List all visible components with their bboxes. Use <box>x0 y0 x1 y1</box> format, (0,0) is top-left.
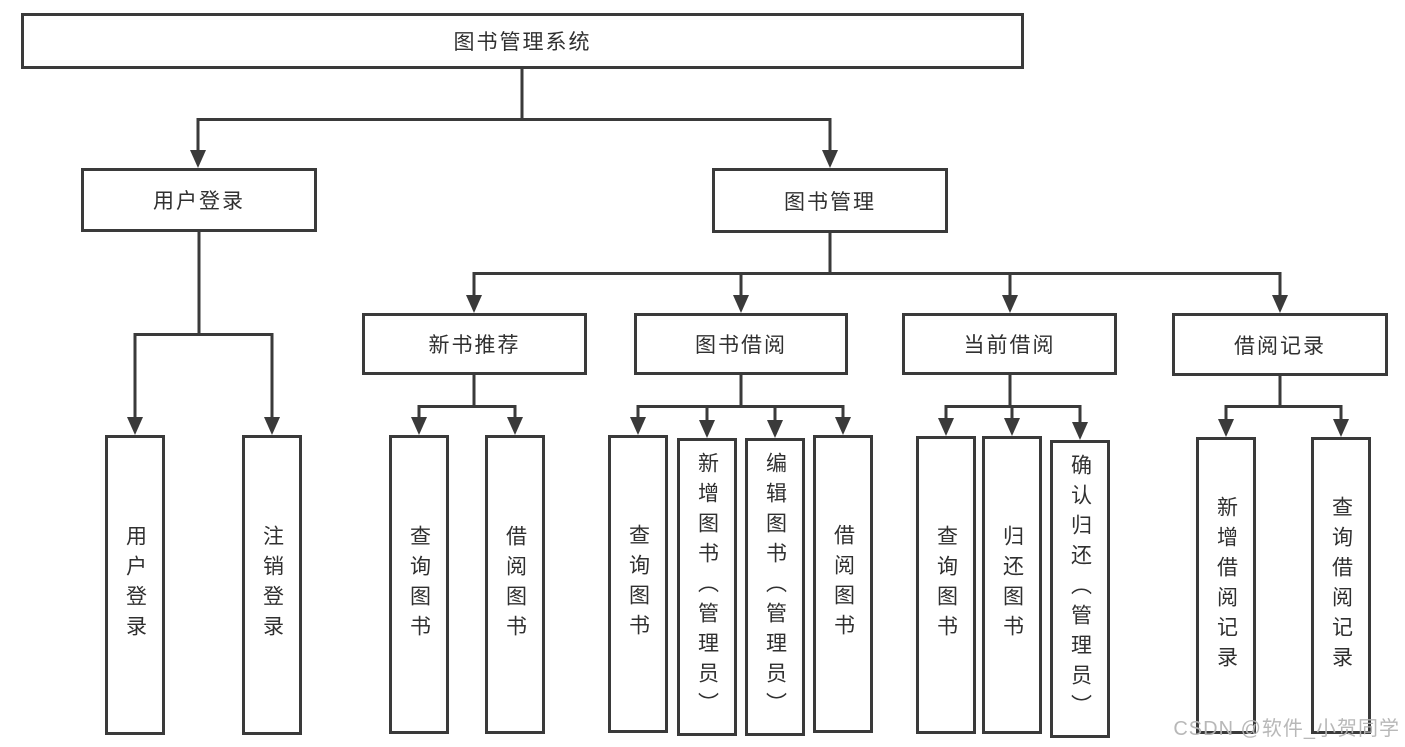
node-section-new-book-recommend: 新书推荐 <box>362 313 587 375</box>
node-label: 当前借阅 <box>963 334 1056 357</box>
node-label: 借阅图书 <box>503 524 527 645</box>
connector-root-to-branches <box>196 69 832 152</box>
node-label: 确认归还（管理员） <box>1068 454 1092 724</box>
node-branch-book-management: 图书管理 <box>712 168 948 233</box>
node-section-book-borrow: 图书借阅 <box>634 313 848 375</box>
connector-sec4-to-leaves <box>1224 376 1343 421</box>
node-label: 图书管理系统 <box>453 31 592 54</box>
arrow-down-icon <box>127 417 143 435</box>
node-branch-user-login: 用户登录 <box>81 168 317 232</box>
node-label: 归还图书 <box>1000 525 1024 645</box>
node-leaf-query-books-current: 查询图书 <box>916 436 976 734</box>
node-leaf-query-books-borrow: 查询图书 <box>608 435 668 733</box>
arrow-down-icon <box>1333 419 1349 437</box>
arrow-down-icon <box>190 150 206 168</box>
node-label: 借阅记录 <box>1234 334 1326 358</box>
arrow-down-icon <box>733 295 749 313</box>
node-label: 查询图书 <box>626 524 650 644</box>
node-label: 新书推荐 <box>428 334 521 357</box>
arrow-down-icon <box>699 420 715 438</box>
arrow-down-icon <box>767 420 783 438</box>
arrow-down-icon <box>1002 295 1018 313</box>
arrow-down-icon <box>822 150 838 168</box>
node-root-system: 图书管理系统 <box>21 13 1024 69</box>
node-label: 图书管理 <box>784 190 876 214</box>
connector-sec1-to-leaves <box>417 375 517 419</box>
arrow-down-icon <box>264 417 280 435</box>
node-leaf-add-book-admin: 新增图书（管理员） <box>677 438 737 736</box>
node-label: 注销登录 <box>260 525 284 645</box>
node-leaf-user-login: 用户登录 <box>105 435 165 735</box>
node-leaf-confirm-return-admin: 确认归还（管理员） <box>1050 440 1110 738</box>
node-label: 图书借阅 <box>695 334 787 357</box>
node-label: 编辑图书（管理员） <box>763 452 787 722</box>
node-label: 用户登录 <box>153 190 245 213</box>
arrow-down-icon <box>1218 419 1234 437</box>
csdn-watermark: CSDN @软件_小贺同学 <box>1173 718 1400 740</box>
connector-mgmt-to-sections <box>472 233 1282 297</box>
connector-sec2-to-leaves <box>636 375 845 422</box>
node-label: 借阅图书 <box>831 524 855 644</box>
node-leaf-logout: 注销登录 <box>242 435 302 735</box>
arrowheads <box>127 150 1349 440</box>
node-section-current-borrow: 当前借阅 <box>902 313 1117 375</box>
arrow-down-icon <box>466 295 482 313</box>
arrow-down-icon <box>507 417 523 435</box>
arrow-down-icon <box>938 418 954 436</box>
arrow-down-icon <box>411 417 427 435</box>
node-leaf-edit-book-admin: 编辑图书（管理员） <box>745 438 805 736</box>
node-label: 用户登录 <box>123 525 147 645</box>
connector-login-to-leaves <box>133 232 274 419</box>
arrow-down-icon <box>835 417 851 435</box>
arrow-down-icon <box>1072 422 1088 440</box>
arrow-down-icon <box>630 417 646 435</box>
arrow-down-icon <box>1272 295 1288 313</box>
node-section-borrow-records: 借阅记录 <box>1172 313 1388 376</box>
node-leaf-borrow-books: 借阅图书 <box>813 435 873 733</box>
node-leaf-query-borrow-record: 查询借阅记录 <box>1311 437 1371 734</box>
node-leaf-query-books-recommend: 查询图书 <box>389 435 449 734</box>
node-leaf-add-borrow-record: 新增借阅记录 <box>1196 437 1256 734</box>
node-label: 查询借阅记录 <box>1329 495 1353 676</box>
node-label: 查询图书 <box>407 524 431 645</box>
arrow-down-icon <box>1004 418 1020 436</box>
node-leaf-return-book: 归还图书 <box>982 436 1042 734</box>
node-label: 新增图书（管理员） <box>695 452 719 722</box>
node-label: 新增借阅记录 <box>1214 495 1238 676</box>
connector-sec3-to-leaves <box>944 375 1082 424</box>
node-label: 查询图书 <box>934 525 958 645</box>
node-leaf-borrow-books-recommend: 借阅图书 <box>485 435 545 734</box>
